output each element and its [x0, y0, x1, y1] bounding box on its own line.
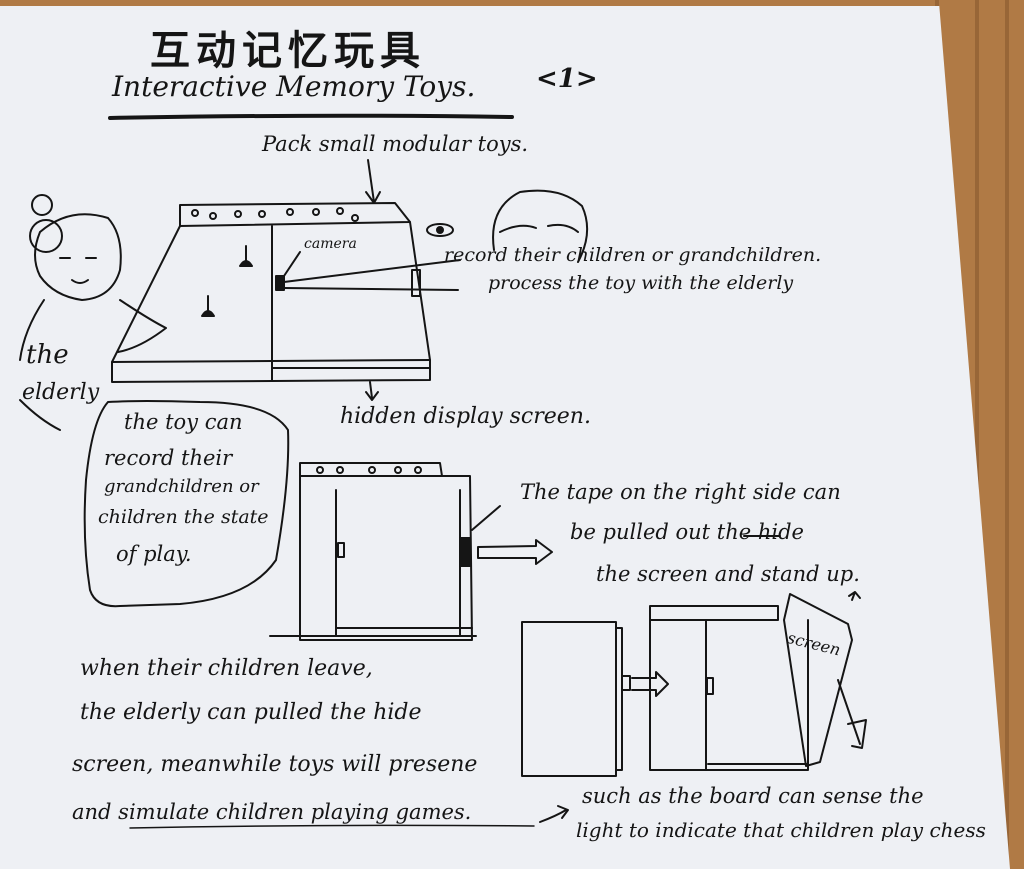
leave-line2: the elderly can pulled the hide: [80, 700, 422, 725]
tape-line1: The tape on the right side can: [520, 480, 841, 504]
bubble-line5: of play.: [116, 542, 192, 566]
tape-line2: be pulled out the hide: [570, 520, 804, 544]
bubble-line2: record their: [104, 446, 233, 470]
title-underline: [108, 113, 514, 120]
tape-line3: the screen and stand up.: [596, 562, 860, 586]
leave-line4: and simulate children playing games.: [72, 800, 472, 824]
process-caption: process the toy with the elderly: [488, 272, 794, 294]
child-face-drawing: [492, 189, 589, 263]
tape-pointer: [471, 505, 501, 531]
elderly-label-line1: the: [26, 340, 69, 370]
pack-toys-caption: Pack small modular toys.: [262, 132, 529, 156]
sense-arrow: [539, 805, 569, 823]
paper-sheet: [0, 6, 1010, 869]
down-arrow: [365, 381, 379, 401]
hidden-screen-caption: hidden display screen.: [340, 404, 591, 429]
title-english: Interactive Memory Toys.: [112, 70, 476, 103]
eye-drawing: [426, 223, 454, 237]
sense-line2: light to indicate that children play che…: [576, 818, 986, 842]
elderly-figure-drawing: [19, 194, 167, 431]
simulate-underline: [129, 824, 535, 829]
right-arrow: [477, 539, 553, 565]
third-box-drawing: [521, 591, 867, 777]
second-box-drawing: [269, 462, 477, 641]
elderly-label-line2: elderly: [22, 380, 100, 405]
leave-line3: screen, meanwhile toys will presene: [72, 752, 478, 777]
bubble-line1: the toy can: [124, 410, 243, 434]
title-number: <1>: [536, 64, 598, 94]
bubble-line4: children the state: [98, 506, 269, 528]
camera-label: camera: [304, 236, 357, 252]
leave-line1: when their children leave,: [80, 656, 373, 681]
title-chinese: 互动记忆玩具: [150, 27, 426, 74]
speech-bubble: [83, 400, 290, 608]
bubble-line3: grandchildren or: [104, 476, 259, 497]
record-caption: record their children or grandchildren.: [444, 244, 822, 266]
toy-box-drawing: [111, 202, 461, 383]
sense-line1: such as the board can sense the: [582, 784, 924, 808]
pointer-arrow: [365, 159, 381, 204]
